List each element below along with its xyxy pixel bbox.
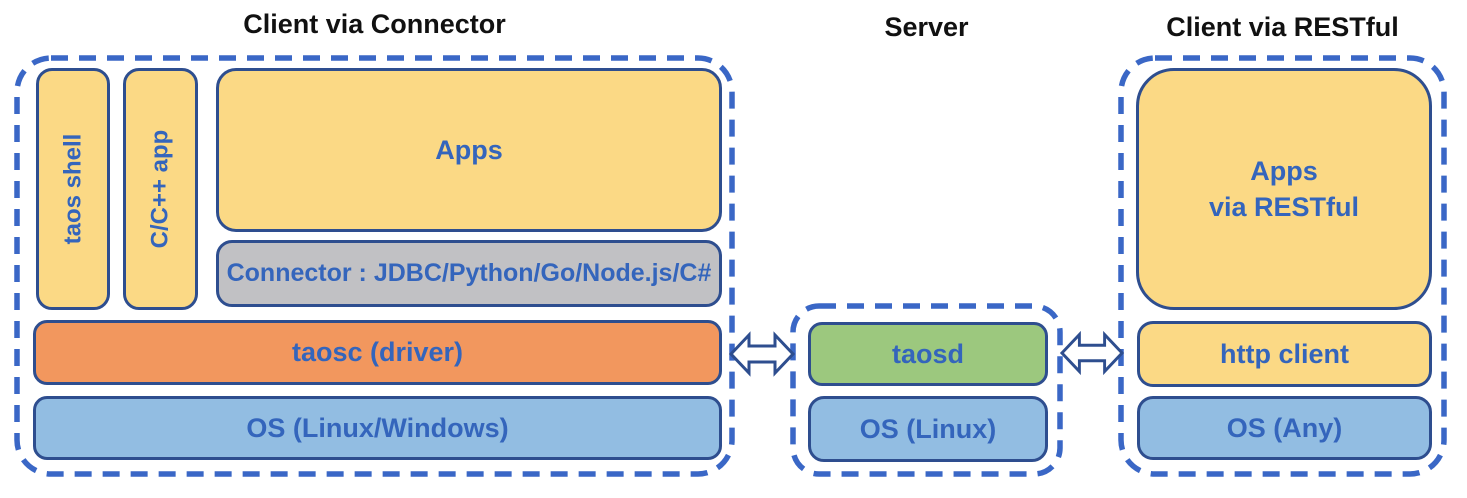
server-title: Server [884, 12, 969, 42]
apps-via-restful-label: Apps via RESTful [1209, 153, 1359, 226]
http-client-label: http client [1220, 338, 1349, 369]
client-connector-group-outline [14, 55, 735, 477]
client-restful-title: Client via RESTful [1166, 12, 1399, 42]
taosc-driver-box: taosc (driver) [33, 320, 722, 385]
apps-via-restful-box: Apps via RESTful [1136, 68, 1432, 310]
connector-label: Connector : JDBC/Python/Go/Node.js/C# [226, 259, 712, 287]
client-server-bidirectional-arrow-icon [729, 331, 795, 377]
taosc-driver-label: taosc (driver) [291, 337, 464, 367]
server-group-outline [790, 303, 1063, 477]
os-linux-windows-label: OS (Linux/Windows) [246, 412, 509, 443]
taos-shell-label: taos shell [59, 133, 86, 245]
client-restful-group-outline [1118, 55, 1447, 477]
taos-shell-box: taos shell [36, 68, 110, 310]
cpp-app-label: C/C++ app [146, 129, 174, 249]
os-linux-box: OS (Linux) [808, 396, 1048, 462]
http-client-box: http client [1137, 321, 1432, 387]
os-linux-label: OS (Linux) [859, 413, 997, 444]
taosd-box: taosd [808, 322, 1048, 386]
apps-via-restful-line1: Apps [1250, 155, 1318, 186]
client-connector-title: Client via Connector [243, 9, 506, 39]
apps-label: Apps [435, 134, 503, 165]
taosd-label: taosd [891, 338, 964, 369]
cpp-app-box: C/C++ app [123, 68, 198, 310]
apps-box: Apps [216, 68, 722, 232]
os-any-label: OS (Any) [1226, 412, 1343, 443]
os-any-box: OS (Any) [1137, 396, 1432, 460]
server-restful-bidirectional-arrow-icon [1060, 330, 1124, 376]
apps-via-restful-line2: via RESTful [1208, 192, 1360, 222]
connector-box: Connector : JDBC/Python/Go/Node.js/C# [216, 240, 722, 307]
os-linux-windows-box: OS (Linux/Windows) [33, 396, 722, 460]
